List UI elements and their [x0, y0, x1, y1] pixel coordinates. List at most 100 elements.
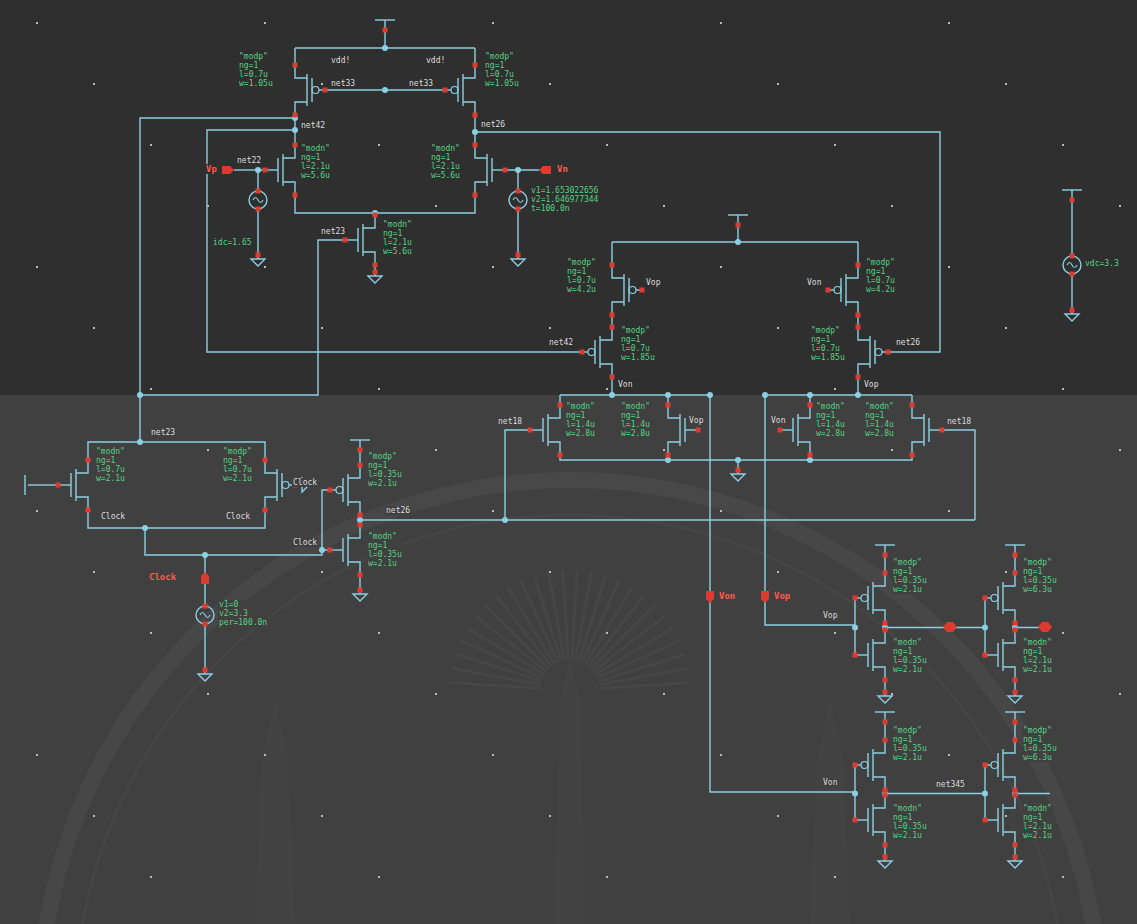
- terminal-pin: [883, 628, 888, 633]
- wire: [360, 519, 975, 520]
- channel: [869, 336, 870, 368]
- grid-dot: [663, 205, 665, 207]
- gate-bubble: [875, 349, 882, 356]
- terminal-pin: [883, 843, 888, 848]
- terminal-pin: [883, 690, 888, 695]
- voltage-source: [1063, 254, 1081, 277]
- wire: [1071, 200, 1072, 256]
- terminal-pin: [358, 523, 363, 528]
- terminal-pin: [358, 448, 363, 453]
- device-parameters: "modp" ng=1 l=0.7u w=1.85u: [620, 326, 656, 362]
- wire: [474, 48, 475, 65]
- ground-wedge: [1065, 314, 1079, 321]
- channel: [845, 274, 846, 306]
- channel: [599, 336, 600, 368]
- grid-dot: [435, 693, 437, 695]
- net-label: Clock: [225, 512, 251, 521]
- terminal-pin: [910, 453, 915, 458]
- junction-dot: [292, 127, 298, 133]
- net-label: net26: [480, 120, 506, 129]
- device-parameters: "modn" ng=1 l=1.4u w=2.8u: [815, 402, 846, 438]
- pmos-transistor: [983, 738, 1018, 793]
- wire: [505, 430, 530, 520]
- terminal-pin: [443, 88, 448, 93]
- gate-bubble: [588, 349, 595, 356]
- pin-name: Clock: [148, 572, 177, 582]
- wire: [475, 132, 940, 352]
- terminal-pin: [1070, 272, 1075, 277]
- terminal-pin: [1013, 788, 1018, 793]
- channel: [306, 74, 307, 106]
- emblem-ray: [600, 683, 690, 688]
- junction-dot: [137, 439, 143, 445]
- device-parameters: "modn" ng=1 l=2.1u w=5.6u: [300, 144, 331, 180]
- junction-dot: [137, 392, 143, 398]
- wire: [257, 170, 258, 191]
- wire: [885, 793, 985, 794]
- io-pin: [539, 166, 551, 174]
- grid-dot: [93, 83, 95, 85]
- pmos-transistor: [826, 263, 861, 318]
- terminal-pin: [883, 621, 888, 626]
- grid-dot: [264, 754, 266, 756]
- net-label: net42: [548, 338, 574, 347]
- emblem-ray: [563, 570, 568, 660]
- terminal-pin: [1013, 678, 1018, 683]
- gate-bubble: [336, 487, 343, 494]
- terminal-pin: [883, 571, 888, 576]
- grid-dot: [1062, 632, 1064, 634]
- grid-dot: [1119, 205, 1121, 207]
- terminal-pin: [640, 288, 645, 293]
- grid-dot: [492, 266, 494, 268]
- terminal-pin: [736, 223, 741, 228]
- junction-dot: [319, 547, 325, 553]
- source-body: [249, 191, 267, 209]
- terminal-pin: [856, 263, 861, 268]
- source-body: [196, 606, 214, 624]
- wire: [1015, 793, 1050, 794]
- net-label: Von: [806, 278, 822, 287]
- terminal-pin: [1013, 843, 1018, 848]
- device-parameters: "modn" ng=1 l=2.1u w=2.1u: [1022, 638, 1053, 674]
- gate-bubble: [991, 595, 998, 602]
- grid-dot: [549, 571, 551, 573]
- terminal-pin: [610, 263, 615, 268]
- grid-dot: [93, 571, 95, 573]
- net-label: Vop: [863, 380, 879, 389]
- terminal-pin: [1013, 720, 1018, 725]
- grid-dot: [321, 327, 323, 329]
- pmos-transistor: [443, 63, 478, 118]
- ground-wedge: [198, 674, 212, 681]
- device-parameters: "modp" ng=1 l=0.7u w=2.1u: [222, 447, 253, 483]
- ground-wedge: [878, 696, 892, 703]
- gate-bubble: [861, 762, 868, 769]
- ground-wedge: [731, 474, 745, 481]
- channel: [923, 414, 924, 446]
- symbols: [25, 20, 1082, 868]
- terminal-pin: [358, 463, 363, 468]
- terminal-pin: [610, 325, 615, 330]
- wire: [765, 395, 855, 625]
- wire: [611, 242, 612, 265]
- terminal-pin: [1070, 198, 1075, 203]
- grid-dot: [321, 815, 323, 817]
- grid-dot: [378, 144, 380, 146]
- vdd-symbol: [1062, 190, 1082, 203]
- channel: [872, 804, 873, 836]
- terminal-pin: [516, 189, 521, 194]
- grid-dot: [606, 388, 608, 390]
- junction-dot: [855, 392, 861, 398]
- grid-dot: [36, 266, 38, 268]
- device-parameters: "modp" ng=1 l=0.7u w=1.85u: [810, 326, 846, 362]
- grid-dot: [435, 449, 437, 451]
- terminal-pin: [1013, 571, 1018, 576]
- grid-dot: [435, 205, 437, 207]
- pmos-transistor: [983, 571, 1018, 626]
- device-parameters: v1=1.653022656 v2=1.646977344 t=100.0n: [530, 186, 599, 213]
- grid-dot: [36, 510, 38, 512]
- junction-dot: [502, 517, 508, 523]
- output-pin: [943, 622, 957, 632]
- channel: [347, 474, 348, 506]
- terminal-pin: [263, 458, 268, 463]
- voltage-source: [249, 189, 267, 212]
